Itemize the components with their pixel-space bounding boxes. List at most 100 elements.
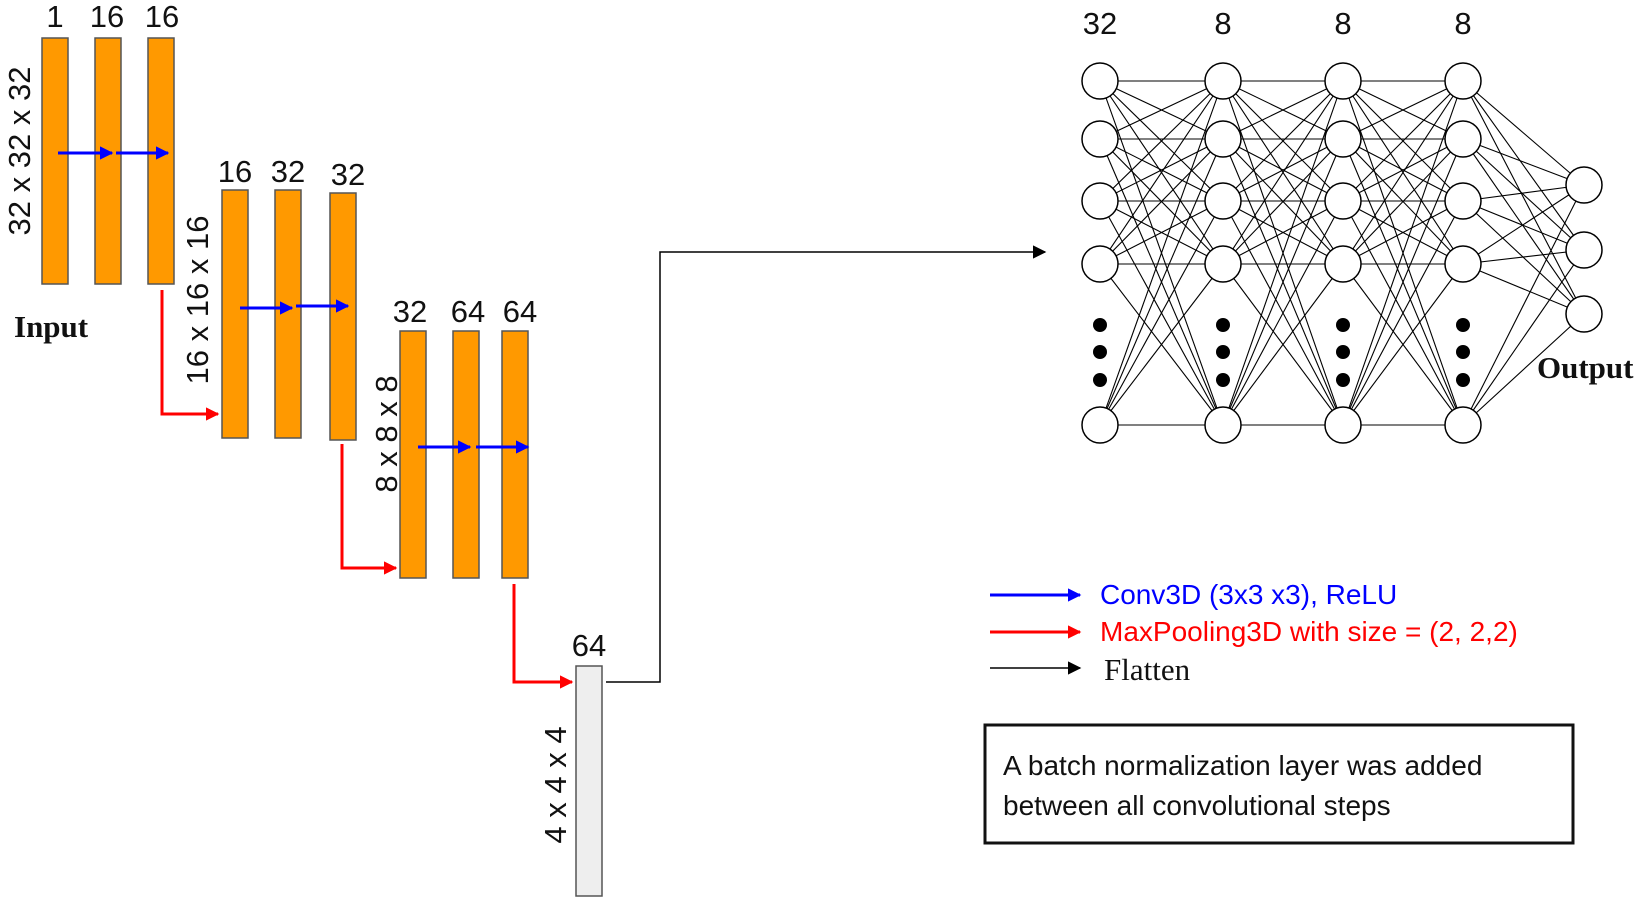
- neuron: [1324, 120, 1362, 158]
- neuron: [1444, 120, 1482, 158]
- connection: [1099, 80, 1224, 140]
- ellipsis-dot: [1216, 345, 1230, 359]
- feature-map: [221, 189, 249, 439]
- connection: [1462, 138, 1585, 315]
- channel-label: 16: [218, 154, 252, 189]
- dense-units-label: 8: [1334, 6, 1351, 41]
- connection: [1222, 80, 1344, 202]
- ellipsis-dot: [1093, 318, 1107, 332]
- size-label: 16 x 16 x 16: [180, 216, 215, 385]
- dense-units-label: 8: [1454, 6, 1471, 41]
- channel-label: 32: [331, 157, 365, 192]
- legend-flatten-label: Flatten: [1104, 652, 1191, 687]
- connection: [1222, 138, 1344, 265]
- connection: [1462, 138, 1585, 186]
- feature-map: [41, 37, 69, 285]
- connection: [1462, 249, 1585, 265]
- feature-map: [501, 330, 529, 579]
- stage-4: 64 4 x 4 x 4: [538, 628, 606, 897]
- dense-network: [1081, 62, 1603, 444]
- pool-arrow: [160, 290, 220, 421]
- connection: [1462, 80, 1585, 186]
- connection: [1222, 138, 1344, 202]
- legend: Conv3D (3x3 x3), ReLU MaxPooling3D with …: [990, 579, 1518, 687]
- connection: [1222, 200, 1344, 426]
- neuron: [1204, 62, 1242, 100]
- input-label: Input: [14, 309, 89, 344]
- connection: [1462, 200, 1585, 251]
- feature-map: [329, 192, 357, 441]
- feature-map: [399, 330, 427, 579]
- neuron: [1444, 182, 1482, 220]
- neuron: [1444, 406, 1482, 444]
- stage-3: 32 64 64 8 x 8 x 8: [369, 294, 537, 579]
- note-box: A batch normalization layer was added be…: [983, 723, 1575, 845]
- dense-units-label: 8: [1214, 6, 1231, 41]
- ellipsis-dot: [1456, 373, 1470, 387]
- feature-map: [274, 189, 302, 439]
- neuron: [1324, 245, 1362, 283]
- neuron: [1081, 120, 1119, 158]
- connection: [1462, 184, 1585, 426]
- connection: [1342, 138, 1464, 426]
- connection: [1099, 200, 1224, 265]
- neuron: [1444, 62, 1482, 100]
- flatten-feature-map: [575, 665, 603, 897]
- note-line-1: A batch normalization layer was added: [1003, 750, 1482, 781]
- connection: [1099, 263, 1224, 426]
- channel-label: 32: [271, 154, 305, 189]
- connection: [1222, 80, 1344, 265]
- channel-label: 64: [451, 294, 485, 329]
- output-neuron: [1565, 231, 1603, 269]
- channel-label: 16: [145, 0, 179, 34]
- neuron: [1204, 406, 1242, 444]
- stage-2: 16 32 32 16 x 16 x 16: [180, 154, 365, 441]
- ellipsis-dot: [1456, 345, 1470, 359]
- connection: [1099, 138, 1224, 265]
- ellipsis-dot: [1336, 373, 1350, 387]
- connection: [1342, 138, 1464, 265]
- connection: [1342, 80, 1464, 426]
- dense-units-label: 32: [1083, 6, 1117, 41]
- ellipsis-dot: [1216, 318, 1230, 332]
- neuron: [1324, 406, 1362, 444]
- feature-map: [94, 37, 122, 285]
- connection: [1462, 184, 1585, 265]
- output-neuron: [1565, 295, 1603, 333]
- connection: [1099, 138, 1224, 202]
- connection: [1222, 80, 1344, 140]
- size-label: 4 x 4 x 4: [538, 726, 573, 843]
- connection: [1342, 263, 1464, 426]
- neuron: [1081, 62, 1119, 100]
- connection: [1462, 249, 1585, 426]
- flatten-arrow: [606, 245, 1047, 683]
- connection: [1342, 80, 1464, 140]
- legend-pool-label: MaxPooling3D with size = (2, 2,2): [1100, 616, 1518, 647]
- connection: [1342, 80, 1464, 265]
- output-neuron: [1565, 166, 1603, 204]
- neuron: [1081, 406, 1119, 444]
- legend-conv-label: Conv3D (3x3 x3), ReLU: [1100, 579, 1397, 610]
- channel-label: 64: [503, 294, 537, 329]
- connection: [1462, 184, 1585, 202]
- ellipsis-dot: [1093, 345, 1107, 359]
- connection: [1099, 80, 1224, 265]
- feature-map: [147, 37, 175, 285]
- connection: [1462, 80, 1585, 251]
- connection: [1099, 80, 1224, 202]
- connection: [1222, 263, 1344, 426]
- connection: [1099, 80, 1224, 426]
- connection: [1099, 200, 1224, 426]
- size-label: 32 x 32 x 32: [2, 67, 37, 236]
- connection: [1099, 138, 1224, 426]
- neuron: [1204, 120, 1242, 158]
- neuron: [1324, 62, 1362, 100]
- channel-label: 16: [90, 0, 124, 34]
- connection: [1462, 313, 1585, 426]
- channel-label: 32: [393, 294, 427, 329]
- size-label: 8 x 8 x 8: [369, 375, 404, 492]
- neuron: [1081, 182, 1119, 220]
- neuron: [1081, 245, 1119, 283]
- neuron: [1204, 182, 1242, 220]
